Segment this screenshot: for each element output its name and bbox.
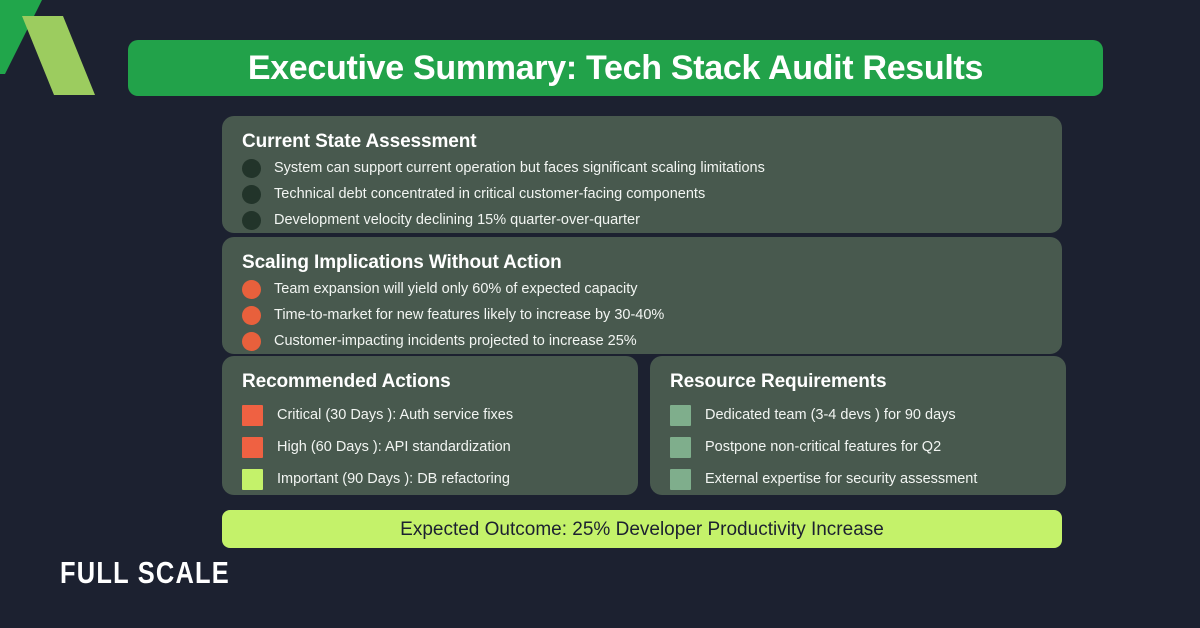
list-item-label: External expertise for security assessme… bbox=[705, 471, 978, 488]
list-item-label: Dedicated team (3-4 devs ) for 90 days bbox=[705, 407, 956, 424]
bullet-square-icon bbox=[242, 469, 263, 490]
bullet-circle-icon bbox=[242, 332, 261, 351]
list-item: Important (90 Days ): DB refactoring bbox=[242, 469, 618, 490]
card-resource-requirements: Resource Requirements Dedicated team (3-… bbox=[650, 356, 1066, 495]
expected-outcome-banner: Expected Outcome: 25% Developer Producti… bbox=[222, 510, 1062, 548]
logo-dark-parallelogram bbox=[0, 0, 42, 74]
list-item-label: Technical debt concentrated in critical … bbox=[274, 186, 706, 203]
card-recommended-actions: Recommended Actions Critical (30 Days ):… bbox=[222, 356, 638, 495]
page-title-banner: Executive Summary: Tech Stack Audit Resu… bbox=[128, 40, 1103, 96]
list-item: Customer-impacting incidents projected t… bbox=[242, 332, 1042, 351]
list-item-label: High (60 Days ): API standardization bbox=[277, 439, 511, 456]
list-item: Development velocity declining 15% quart… bbox=[242, 211, 1042, 230]
bullet-circle-icon bbox=[242, 185, 261, 204]
bullet-square-icon bbox=[242, 437, 263, 458]
list-item: Postpone non-critical features for Q2 bbox=[670, 437, 1046, 458]
card-scaling-implications: Scaling Implications Without Action Team… bbox=[222, 237, 1062, 354]
card-title: Resource Requirements bbox=[670, 371, 887, 392]
bullet-square-icon bbox=[242, 405, 263, 426]
list-item: External expertise for security assessme… bbox=[670, 469, 1046, 490]
list-item-label: Development velocity declining 15% quart… bbox=[274, 212, 640, 229]
bullet-circle-icon bbox=[242, 159, 261, 178]
list-item: Team expansion will yield only 60% of ex… bbox=[242, 280, 1042, 299]
footer-wordmark: FULL SCALE bbox=[60, 555, 230, 590]
list-item: Technical debt concentrated in critical … bbox=[242, 185, 1042, 204]
list-item-label: Important (90 Days ): DB refactoring bbox=[277, 471, 510, 488]
bullet-circle-icon bbox=[242, 306, 261, 325]
logo-light-parallelogram bbox=[22, 16, 95, 95]
expected-outcome-label: Expected Outcome: 25% Developer Producti… bbox=[400, 518, 884, 540]
list-item-label: Team expansion will yield only 60% of ex… bbox=[274, 281, 638, 298]
bullet-square-icon bbox=[670, 405, 691, 426]
card-title: Recommended Actions bbox=[242, 371, 451, 392]
page-title: Executive Summary: Tech Stack Audit Resu… bbox=[247, 49, 984, 87]
list-item: Dedicated team (3-4 devs ) for 90 days bbox=[670, 405, 1046, 426]
card-title: Scaling Implications Without Action bbox=[242, 252, 562, 273]
list-item-label: System can support current operation but… bbox=[274, 160, 765, 177]
bullet-square-icon bbox=[670, 437, 691, 458]
list-item-label: Critical (30 Days ): Auth service fixes bbox=[277, 407, 514, 424]
list-item: Critical (30 Days ): Auth service fixes bbox=[242, 405, 618, 426]
brand-corner-mark bbox=[0, 0, 100, 100]
list-item-label: Customer-impacting incidents projected t… bbox=[274, 333, 637, 350]
bullet-circle-icon bbox=[242, 280, 261, 299]
card-title: Current State Assessment bbox=[242, 131, 477, 152]
card-current-state-assessment: Current State Assessment System can supp… bbox=[222, 116, 1062, 233]
list-item-label: Postpone non-critical features for Q2 bbox=[705, 439, 942, 456]
list-item: High (60 Days ): API standardization bbox=[242, 437, 618, 458]
bullet-square-icon bbox=[670, 469, 691, 490]
bullet-circle-icon bbox=[242, 211, 261, 230]
list-item: Time-to-market for new features likely t… bbox=[242, 306, 1042, 325]
list-item: System can support current operation but… bbox=[242, 159, 1042, 178]
list-item-label: Time-to-market for new features likely t… bbox=[274, 307, 665, 324]
